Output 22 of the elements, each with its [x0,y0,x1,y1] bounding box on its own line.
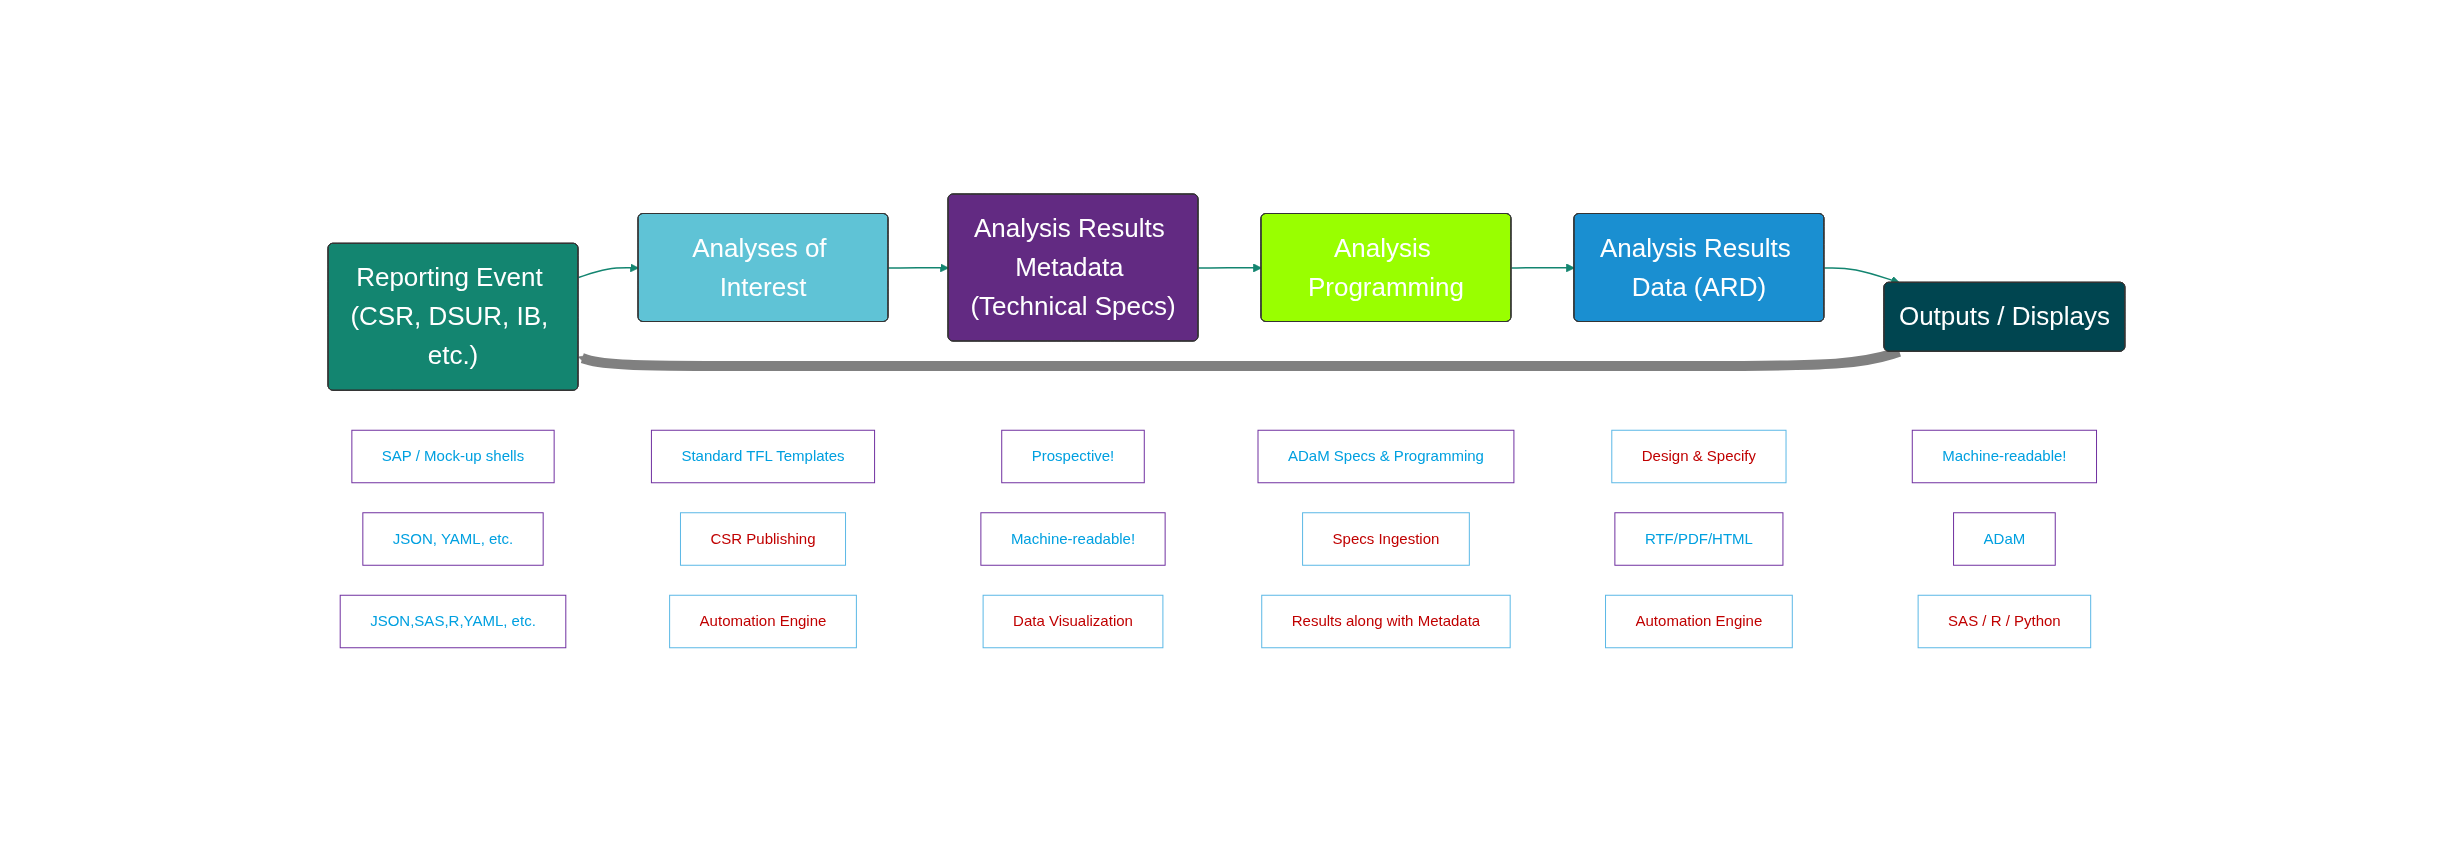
node-box: Automation Engine [669,594,857,649]
arrow [1510,263,1575,273]
node-box: SAS / R / Python [1917,594,2092,649]
node-box: SAP / Mock-up shells [351,429,555,484]
node-box: JSON, YAML, etc. [362,512,544,566]
arrow [887,263,949,273]
node-box: Results along with Metadata [1261,594,1511,649]
node-box: ADaM [1953,512,2056,566]
arrow [577,263,639,279]
node-box: CSR Publishing [680,512,847,566]
node-box: Data Visualization [982,594,1164,649]
node-box: JSON,SAS,R,YAML, etc. [339,594,567,649]
node-box: Design & Specify [1611,429,1787,484]
node-box: RTF/PDF/HTML [1614,512,1784,566]
node-box: Automation Engine [1605,594,1793,649]
node-box: Standard TFL Templates [650,429,876,484]
node-box: ADaM Specs & Programming [1257,429,1515,484]
node-box: Machine-readable! [980,512,1166,566]
node-box: Specs Ingestion [1302,512,1470,566]
node-box: Machine-readable! [1911,429,2098,484]
arrow [1197,263,1262,273]
node-box: Prospective! [1001,429,1145,484]
